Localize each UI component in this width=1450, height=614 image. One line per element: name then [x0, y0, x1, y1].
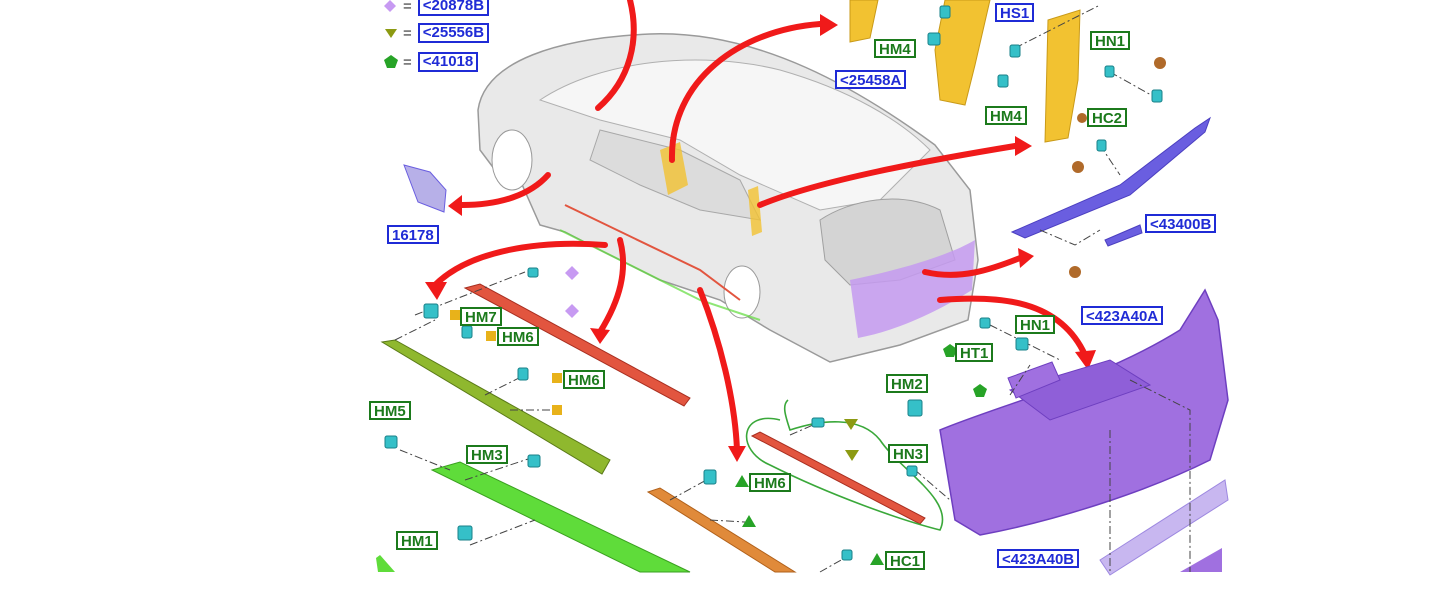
clip-icon	[423, 303, 439, 319]
yellow-pillars	[849, 0, 1081, 143]
legend-row-pentagon: = <41018	[383, 52, 479, 72]
pentagon-marker	[384, 55, 398, 68]
label-hm5: HM5	[369, 401, 411, 420]
side-sills	[376, 283, 926, 573]
clip-icon	[906, 465, 918, 477]
legend-code: <41018	[417, 52, 479, 72]
green-triangle-group	[735, 475, 884, 565]
label-ht1: HT1	[955, 343, 994, 362]
legend-equals: =	[403, 53, 412, 71]
label-43400b: <43400B	[1145, 214, 1217, 233]
square-marker	[450, 310, 460, 320]
diamond-marker	[565, 266, 579, 280]
legend-code: <25556B	[417, 23, 490, 43]
triangle-marker	[845, 450, 859, 461]
part-16178-shape	[403, 164, 447, 213]
legend-row-triangle: = <25556B	[383, 23, 490, 43]
pentagon-marker	[973, 384, 987, 397]
clip-icon	[811, 417, 825, 428]
clip-icon	[1015, 337, 1029, 351]
triangle-marker	[735, 475, 749, 487]
pentagon-marker	[943, 344, 957, 357]
clip-icon	[461, 325, 473, 339]
pentagon-marker-group	[384, 55, 987, 397]
clip-icon	[939, 5, 951, 19]
square-marker	[552, 405, 562, 415]
round-marker	[1072, 161, 1084, 173]
triangle-marker	[742, 515, 756, 527]
red-arrowheads	[425, 14, 1096, 462]
clip-icon	[527, 267, 539, 278]
label-hc2: HC2	[1087, 108, 1128, 127]
label-hm4-mid: HM4	[985, 106, 1027, 125]
label-hm3: HM3	[466, 445, 508, 464]
round-marker	[1154, 57, 1166, 69]
square-marker	[552, 373, 562, 383]
clip-icon	[907, 399, 923, 417]
clip-group	[384, 5, 1163, 561]
label-423a40a: <423A40A	[1081, 306, 1164, 325]
label-16178: 16178	[387, 225, 439, 244]
clip-icon	[384, 435, 398, 449]
clip-icon	[927, 32, 941, 46]
center-bracket	[1007, 361, 1061, 399]
annotation-loop	[745, 399, 944, 531]
diamond-marker	[565, 304, 579, 318]
label-hn3: HN3	[888, 444, 929, 463]
label-hc1: HC1	[885, 551, 926, 570]
label-423a40b: <423A40B	[997, 549, 1080, 568]
triangle-marker-group	[385, 29, 859, 461]
legend-code: <20878B	[417, 0, 490, 16]
square-marker-group	[450, 310, 562, 415]
round-marker	[1069, 266, 1081, 278]
triangle-marker	[385, 29, 397, 38]
legend-equals: =	[403, 24, 412, 42]
label-25458a: <25458A	[835, 70, 907, 89]
vehicle-body	[477, 33, 979, 363]
triangle-marker	[870, 553, 884, 565]
label-hn1-bottom: HN1	[1015, 315, 1056, 334]
round-marker-group	[1069, 57, 1166, 278]
clip-icon	[457, 525, 473, 541]
label-hs1: HS1	[995, 3, 1035, 22]
clip-icon	[527, 454, 541, 468]
diamond-marker-group	[384, 0, 579, 318]
clip-icon	[841, 549, 853, 561]
clip-icon	[1009, 44, 1021, 58]
label-hm2: HM2	[886, 374, 928, 393]
square-marker	[486, 331, 496, 341]
label-hn1-top: HN1	[1090, 31, 1131, 50]
diamond-marker	[384, 0, 396, 12]
label-hm4-top: HM4	[874, 39, 916, 58]
red-arrows	[432, 0, 1088, 453]
clip-icon	[979, 317, 991, 329]
legend-row-diamond: = <20878B	[383, 0, 490, 16]
label-hm6-c: HM6	[749, 473, 791, 492]
leader-lines	[394, 4, 1191, 573]
label-hm1: HM1	[396, 531, 438, 550]
label-hm7: HM7	[460, 307, 502, 326]
clip-icon	[997, 74, 1009, 88]
clip-icon	[1151, 89, 1163, 103]
triangle-marker	[844, 419, 858, 430]
label-hm6-a: HM6	[497, 327, 539, 346]
round-marker	[1077, 113, 1087, 123]
legend-equals: =	[403, 0, 412, 15]
clip-icon	[1104, 65, 1115, 78]
clip-icon	[517, 367, 529, 381]
rear-bumper	[939, 288, 1229, 576]
label-hm6-b: HM6	[563, 370, 605, 389]
clip-icon	[703, 469, 717, 485]
clip-icon	[1096, 139, 1107, 152]
